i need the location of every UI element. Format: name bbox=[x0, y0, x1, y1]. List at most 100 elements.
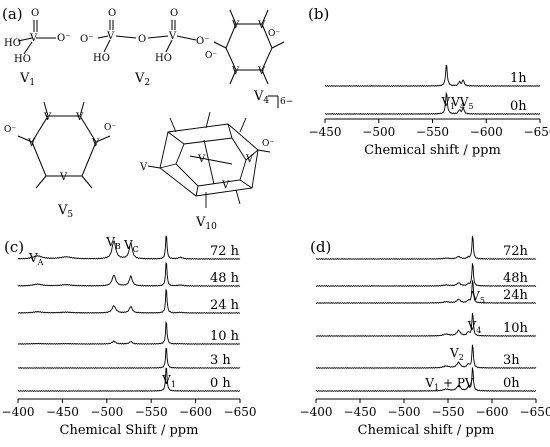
trace-label: 24h bbox=[503, 288, 529, 303]
v10-vanadium-1: V bbox=[139, 162, 148, 173]
x-tick-label: −550 bbox=[135, 405, 168, 419]
x-tick-label: −550 bbox=[432, 405, 465, 419]
trace-label: 10 h bbox=[210, 329, 240, 344]
v2-oxo-1: O bbox=[108, 8, 116, 19]
v1-hydroxyl: HO bbox=[4, 38, 21, 49]
v5-vanadium-3: V bbox=[91, 138, 100, 149]
spectrum-trace bbox=[17, 262, 241, 287]
trace-label: 3 h bbox=[210, 353, 231, 368]
x-tick-label: −600 bbox=[476, 405, 509, 419]
v5-label: V5 bbox=[57, 203, 73, 220]
x-tick-label: −500 bbox=[90, 405, 123, 419]
x-axis-title: Chemical shift / ppm bbox=[364, 143, 501, 158]
structure-v1 bbox=[17, 20, 56, 55]
trace-label: 1h bbox=[510, 71, 527, 86]
v1-label: V1 bbox=[19, 71, 35, 88]
v5-vanadium-2: V bbox=[75, 112, 84, 123]
peak-annotation: V5 bbox=[470, 289, 485, 305]
v2-oxide-2: O⁻ bbox=[196, 36, 209, 47]
v4-oxide-1: O⁻ bbox=[268, 29, 280, 39]
v2-vanadium-1: V bbox=[106, 31, 115, 42]
v2-hydroxyl-2: HO bbox=[155, 53, 172, 64]
peak-annotation: V1 + PV bbox=[424, 376, 474, 392]
structure-v5 bbox=[17, 101, 111, 189]
v2-hydroxyl-1: HO bbox=[93, 53, 110, 64]
x-tick-label: −650 bbox=[524, 125, 550, 139]
x-tick-label: −650 bbox=[224, 405, 257, 419]
v10-bracket bbox=[268, 95, 279, 108]
panel-c-tag: (c) bbox=[4, 238, 24, 256]
v4-vanadium-1: V bbox=[231, 20, 240, 31]
v1-hydroxyl-2: HO bbox=[14, 54, 31, 65]
spectrum-trace bbox=[315, 263, 537, 287]
v2-oxide-1: O⁻ bbox=[80, 34, 93, 45]
peak-annotation: V2 bbox=[449, 346, 464, 362]
trace-label: 0 h bbox=[210, 376, 231, 391]
spectrum-trace bbox=[315, 344, 537, 369]
v1-oxide: O⁻ bbox=[57, 33, 70, 44]
v2-bridge-oxo: O bbox=[138, 34, 146, 45]
peak-annotation: V1 bbox=[161, 373, 176, 389]
peak-annotation: VB bbox=[105, 235, 121, 251]
v1-vanadium: V bbox=[29, 33, 38, 44]
v5-vanadium-5: V bbox=[27, 138, 36, 149]
x-tick-label: −500 bbox=[388, 405, 421, 419]
structure-v10 bbox=[147, 111, 271, 208]
structure-v4 bbox=[213, 9, 285, 85]
v10-oxide: O⁻ bbox=[262, 139, 274, 149]
trace-label: 48 h bbox=[210, 271, 240, 286]
trace-label: 0h bbox=[510, 99, 527, 114]
x-tick-label: −600 bbox=[470, 125, 503, 139]
panel-b-tag: (b) bbox=[308, 5, 329, 23]
x-axis-title: Chemical shift / ppm bbox=[358, 423, 495, 438]
spectrum-trace bbox=[17, 321, 241, 345]
x-tick-label: −400 bbox=[300, 405, 333, 419]
v10-charge: 6− bbox=[280, 97, 293, 107]
v5-oxide-1: O⁻ bbox=[104, 123, 116, 133]
trace-label: 48h bbox=[503, 271, 529, 286]
x-axis-title: Chemical Shift / ppm bbox=[60, 423, 199, 438]
peak-annotation: V5 bbox=[459, 95, 474, 111]
x-tick-label: −450 bbox=[309, 125, 342, 139]
spectrum-trace bbox=[315, 367, 537, 392]
v4-vanadium-3: V bbox=[231, 66, 240, 77]
panel-a-tag: (a) bbox=[2, 5, 23, 23]
trace-label: 72h bbox=[503, 244, 529, 259]
v4-label: V4 bbox=[253, 89, 269, 106]
v5-vanadium-1: V bbox=[43, 112, 52, 123]
v10-vanadium-4: V bbox=[221, 180, 230, 191]
v10-vanadium-2: V bbox=[197, 154, 206, 165]
peak-annotation: VC bbox=[123, 238, 139, 254]
panel-a: (a) O V HO O⁻ HO V1 O O O⁻ V O V O⁻ HO H… bbox=[2, 5, 293, 232]
v5-oxide-2: O⁻ bbox=[4, 125, 16, 135]
trace-label: 10h bbox=[503, 321, 529, 336]
spectrum-trace bbox=[315, 312, 537, 337]
v5-vanadium-4: V bbox=[59, 172, 68, 183]
peak-annotation: V1 bbox=[440, 95, 455, 111]
peak-annotation: V4 bbox=[450, 95, 465, 111]
v4-vanadium-4: V bbox=[257, 66, 266, 77]
v2-vanadium-2: V bbox=[168, 31, 177, 42]
peak-annotation: V4 bbox=[467, 319, 482, 335]
x-tick-label: −550 bbox=[416, 125, 449, 139]
v10-vanadium-3: V bbox=[245, 154, 254, 165]
trace-label: 3h bbox=[503, 353, 520, 368]
x-tick-label: −500 bbox=[362, 125, 395, 139]
x-tick-label: −450 bbox=[46, 405, 79, 419]
peak-annotation: VA bbox=[28, 251, 44, 267]
spectrum-trace bbox=[17, 367, 241, 392]
v10-label: V10 bbox=[195, 215, 217, 232]
v2-label: V2 bbox=[134, 71, 150, 88]
x-tick-label: −400 bbox=[2, 405, 35, 419]
trace-label: 72 h bbox=[210, 244, 240, 259]
v4-vanadium-2: V bbox=[257, 20, 266, 31]
spectrum-trace bbox=[315, 280, 536, 304]
v4-oxide-2: O⁻ bbox=[205, 51, 217, 61]
spectrum-trace bbox=[324, 64, 541, 87]
